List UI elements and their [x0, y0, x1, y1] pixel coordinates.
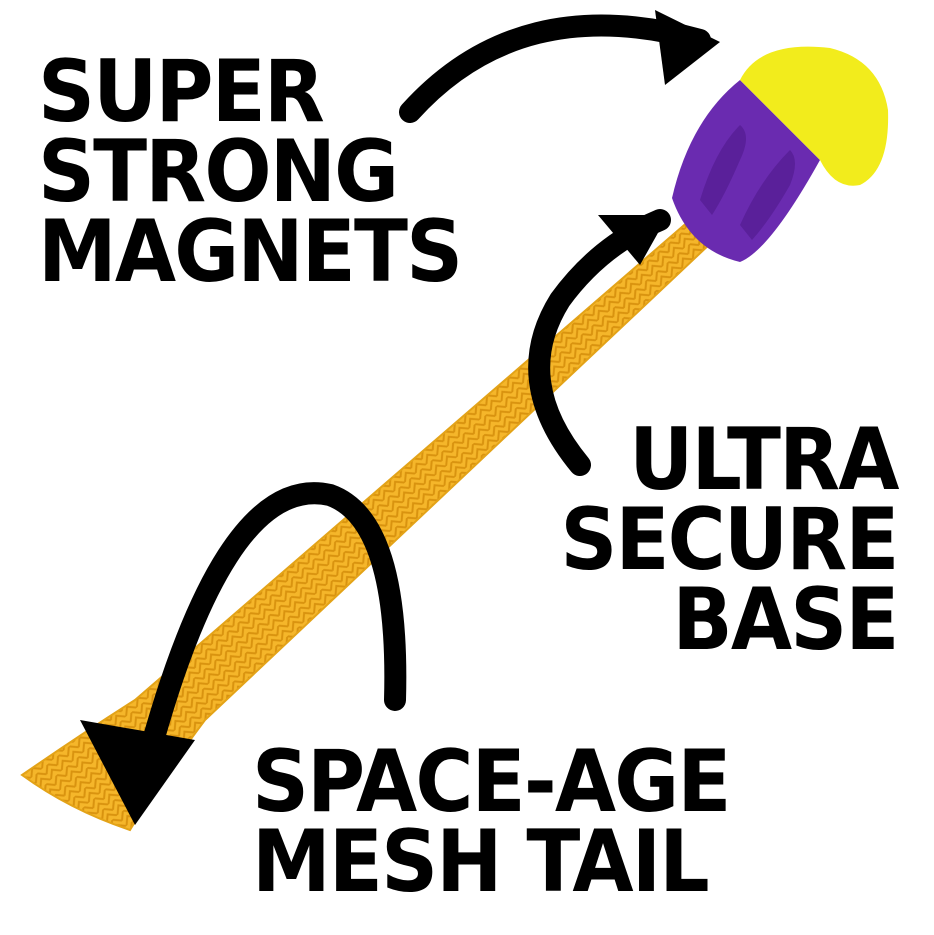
callout-space-age-mesh-tail: SPACE-AGE MESH TAIL: [252, 732, 731, 912]
magnet-cap: [672, 46, 889, 262]
callout-line: SUPER: [38, 42, 325, 142]
arrow-to-tail: [129, 482, 407, 801]
callout-line: MESH TAIL: [252, 812, 710, 912]
callout-ultra-secure-base: ULTRA SECURE BASE: [560, 410, 900, 670]
callout-line: SECURE: [560, 490, 900, 590]
callout-super-strong-magnets: SUPER STRONG MAGNETS: [38, 42, 463, 302]
callout-line: STRONG: [38, 122, 399, 222]
callout-line: ULTRA: [629, 410, 900, 510]
callout-line: SPACE-AGE: [252, 732, 731, 832]
callout-line: MAGNETS: [38, 202, 463, 302]
arrow-to-magnets: [399, 14, 711, 123]
callout-line: BASE: [672, 570, 900, 670]
